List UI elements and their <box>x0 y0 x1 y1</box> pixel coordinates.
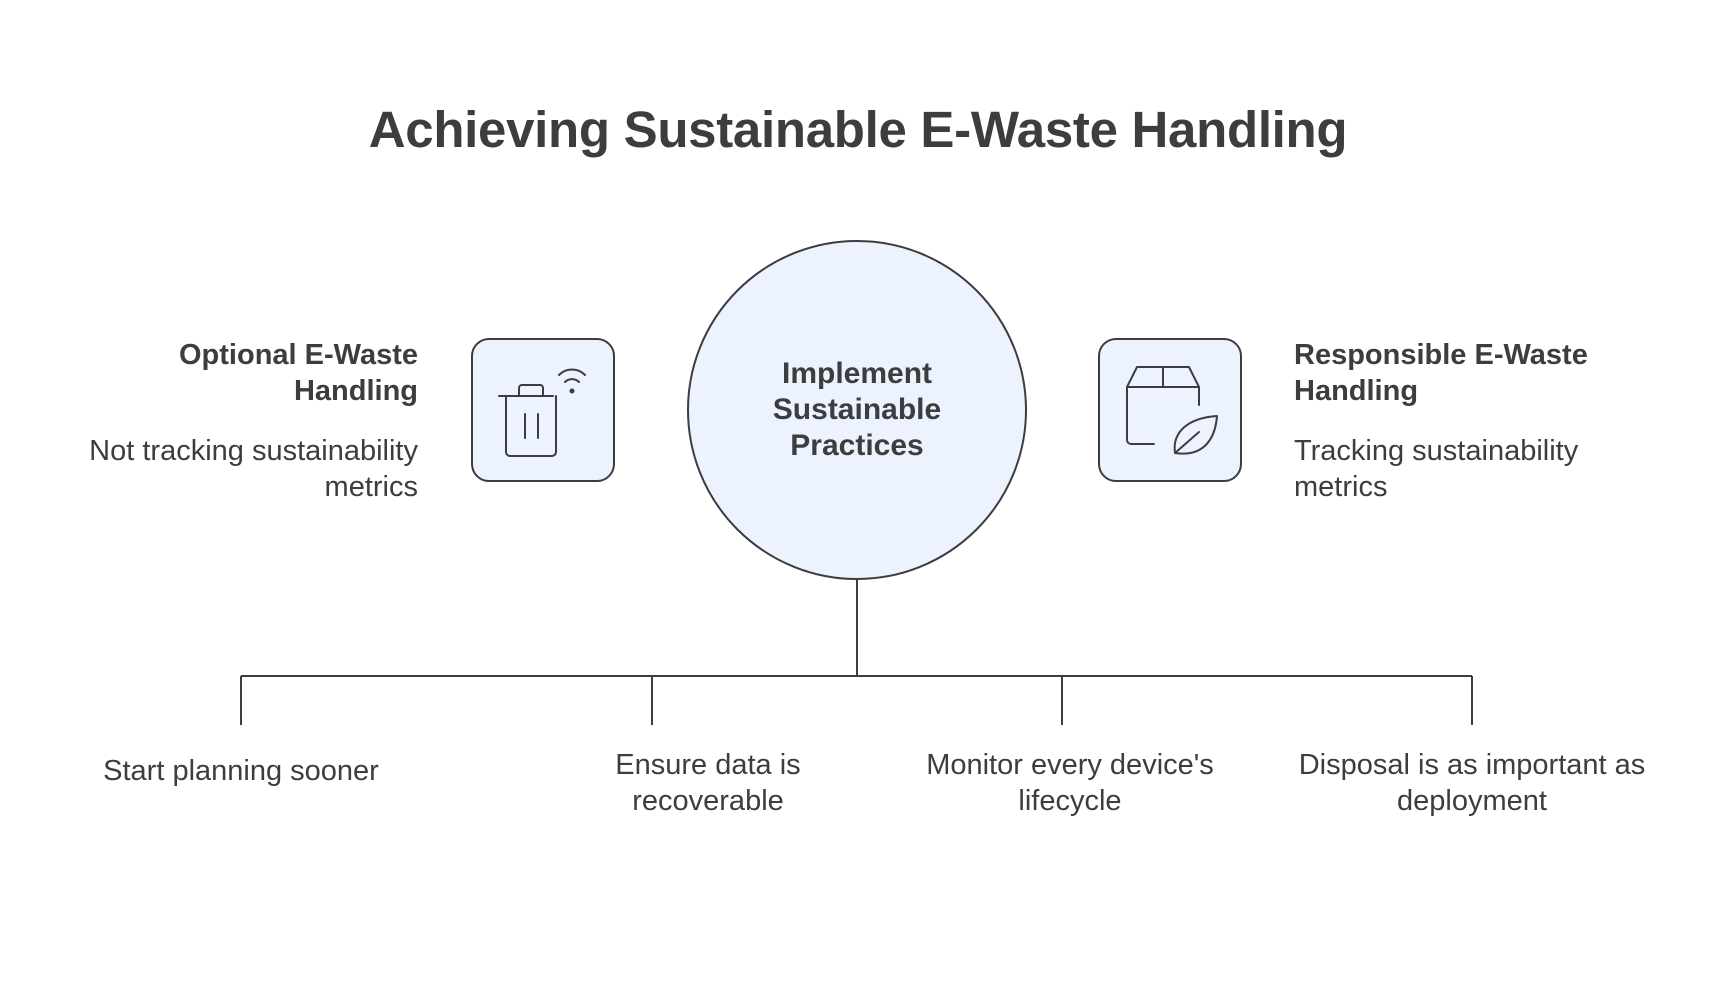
right-option-icon-box <box>1098 338 1242 482</box>
right-option-title: Responsible E-Waste Handling <box>1294 339 1588 407</box>
branch-label-3: Monitor every device's lifecycle <box>926 749 1214 817</box>
diagram-title: Achieving Sustainable E-Waste Handling <box>368 101 1348 158</box>
right-option-description: Tracking sustainability metrics <box>1294 435 1579 503</box>
trash-bin-wifi-icon <box>498 368 586 457</box>
center-node: Implement Sustainable Practices <box>687 240 1027 580</box>
left-option-description: Not tracking sustainability metrics <box>89 435 418 503</box>
branch-label-2: Ensure data is recoverable <box>615 749 801 817</box>
left-option-title: Optional E-Waste Handling <box>179 339 418 407</box>
branch-label-4: Disposal is as important as deployment <box>1298 749 1646 817</box>
left-option-icon-box <box>471 338 615 482</box>
box-leaf-icon <box>1126 366 1218 455</box>
center-node-label: Implement Sustainable Practices <box>772 357 942 462</box>
branch-label-1: Start planning sooner <box>103 755 379 787</box>
